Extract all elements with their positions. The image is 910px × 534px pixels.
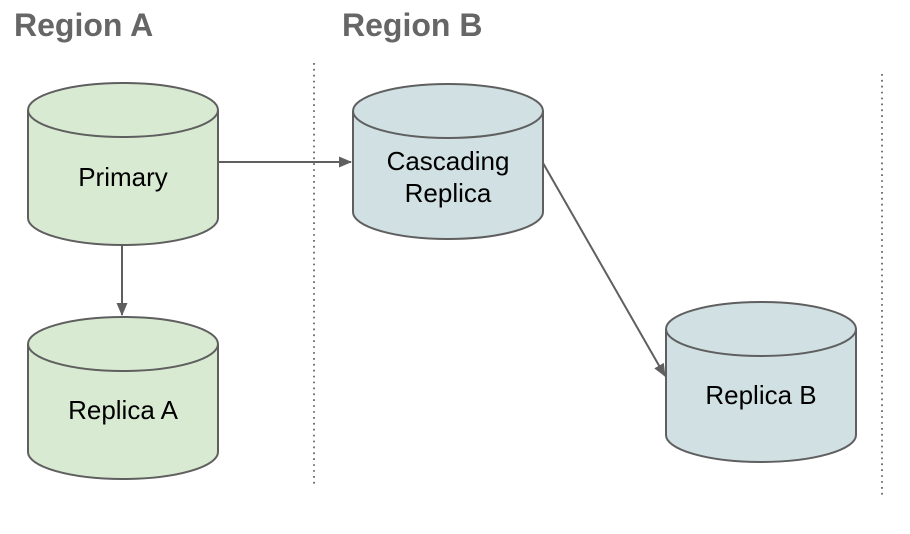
database-cylinder-replica-a [27, 316, 219, 480]
cylinder-top [352, 83, 544, 139]
replica-a-node-label: Replica A [68, 395, 178, 425]
cylinder-body [27, 344, 219, 480]
database-cylinder-replica-b [665, 301, 857, 463]
primary-node-label: Primary [78, 162, 168, 192]
cylinder-body [352, 111, 544, 240]
cylinder-top [665, 301, 857, 357]
database-cylinder-primary [27, 82, 219, 246]
cylinder-body [27, 110, 219, 246]
cascading-replica-node-label: Cascading Replica [386, 146, 510, 208]
cylinder-body [665, 329, 857, 463]
cylinder-top [27, 82, 219, 138]
arrow-cascading-replica-to-replica-b [542, 162, 666, 377]
cylinder-top [27, 316, 219, 372]
replica-b-node-label: Replica B [705, 380, 817, 410]
database-cylinder-cascading-replica [352, 83, 544, 240]
region-b-heading: Region B [342, 7, 483, 43]
region-a-heading: Region A [14, 7, 154, 43]
